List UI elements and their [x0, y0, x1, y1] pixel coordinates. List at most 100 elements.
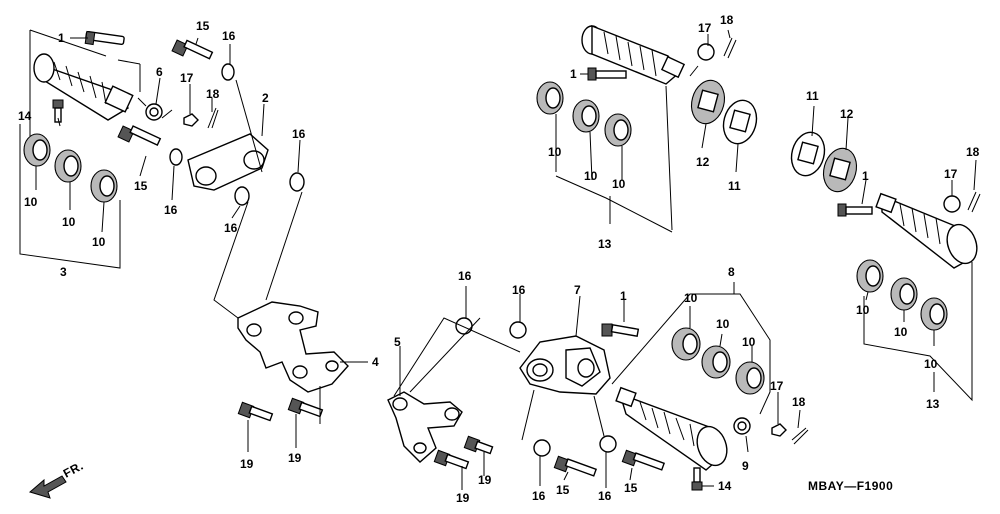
label-12-a: 12 — [696, 155, 710, 169]
label-10-k: 10 — [894, 325, 908, 339]
label-13-a: 13 — [598, 237, 612, 251]
label-9: 9 — [742, 459, 749, 473]
label-18-c: 18 — [966, 145, 980, 159]
label-11-b: 11 — [806, 89, 819, 103]
washer-16h — [599, 435, 617, 453]
left-washer-16a — [221, 63, 235, 81]
label-17-b: 17 — [698, 21, 712, 35]
washer-16f — [509, 321, 527, 339]
bracket-5 — [387, 391, 463, 463]
footpeg-group-13 — [536, 24, 758, 233]
rider-footpeg-bracket-2 — [187, 133, 269, 191]
label-8: 8 — [728, 265, 735, 279]
plate-12 — [690, 79, 726, 125]
left-bolt-14 — [52, 99, 64, 123]
clip-18d — [967, 191, 981, 213]
label-16-d: 16 — [224, 221, 238, 235]
label-19-c: 19 — [456, 491, 470, 505]
label-16-f: 16 — [512, 283, 526, 297]
left-washer-16d — [289, 172, 305, 192]
label-15-c: 15 — [556, 483, 570, 497]
left-pin-1 — [84, 30, 125, 46]
label-14-b: 14 — [718, 479, 732, 493]
label-1-b: 1 — [620, 289, 627, 303]
step-holder-4 — [237, 301, 349, 393]
label-1-a: 1 — [58, 31, 65, 45]
bolt-19b — [287, 397, 324, 418]
left-washer-16c — [234, 186, 250, 206]
step-holder-group — [213, 191, 368, 452]
label-13-b: 13 — [926, 397, 940, 411]
front-direction-indicator: FR. — [28, 459, 86, 499]
label-10-c: 10 — [92, 235, 106, 249]
clip-18c — [723, 37, 737, 59]
label-10-d: 10 — [548, 145, 562, 159]
label-7: 7 — [574, 283, 581, 297]
label-12-b: 12 — [840, 107, 854, 121]
plate-11b — [790, 131, 826, 177]
plate-12b — [822, 147, 858, 193]
pin-1-upper — [587, 67, 627, 81]
label-16-e: 16 — [458, 269, 472, 283]
label-17-d: 17 — [770, 379, 784, 393]
label-18-a: 18 — [206, 87, 220, 101]
bolt-19c — [433, 449, 470, 470]
nut-17b — [771, 423, 787, 437]
front-label: FR. — [61, 459, 86, 481]
left-rubbers-10 — [23, 133, 118, 203]
label-11-a: 11 — [728, 179, 741, 193]
label-19-d: 19 — [478, 473, 492, 487]
footpeg-right — [875, 192, 978, 269]
label-10-f: 10 — [612, 177, 626, 191]
bolt-19a — [237, 401, 274, 422]
spring-9 — [733, 417, 751, 435]
label-2: 2 — [262, 91, 269, 105]
label-16-h: 16 — [598, 489, 612, 503]
left-spring-6 — [137, 97, 173, 121]
nut-17d — [943, 195, 961, 213]
bolt-19d — [463, 435, 494, 455]
label-18-b: 18 — [720, 13, 734, 27]
label-17-c: 17 — [944, 167, 958, 181]
label-16-b: 16 — [292, 127, 306, 141]
left-rider-footpeg-group — [19, 29, 305, 269]
label-19-a: 19 — [240, 457, 254, 471]
washer-16e — [455, 317, 473, 335]
label-10-a: 10 — [24, 195, 38, 209]
label-17-a: 17 — [180, 71, 194, 85]
plate-11 — [722, 99, 758, 145]
passenger-footpeg-right — [615, 386, 728, 471]
nut-17c — [697, 43, 715, 61]
label-15-a: 15 — [196, 19, 210, 33]
left-bolt-15a — [171, 39, 214, 60]
pin-1-right — [837, 203, 873, 217]
label-10-h: 10 — [716, 317, 730, 331]
passenger-footpeg-group-8 — [611, 282, 809, 491]
bolt-14b — [691, 467, 703, 491]
label-1-c: 1 — [570, 67, 577, 81]
label-10-g: 10 — [684, 291, 698, 305]
label-14-a: 14 — [18, 109, 32, 123]
label-18-d: 18 — [792, 395, 806, 409]
label-16-c: 16 — [164, 203, 178, 217]
label-5: 5 — [394, 335, 401, 349]
label-4: 4 — [372, 355, 379, 369]
label-1-d: 1 — [862, 169, 869, 183]
label-6: 6 — [156, 65, 163, 79]
label-19-b: 19 — [288, 451, 302, 465]
left-footpeg — [33, 53, 134, 121]
label-15-d: 15 — [624, 481, 638, 495]
callout-labels: 1 2 3 4 5 6 7 8 9 1 1 1 10 10 10 10 10 1… — [18, 13, 980, 505]
clip-18b — [791, 427, 809, 445]
left-clip-18 — [207, 107, 219, 129]
front-arrow-icon — [28, 475, 67, 499]
label-15-b: 15 — [134, 179, 148, 193]
label-10-i: 10 — [742, 335, 756, 349]
right-footpeg-group-13 — [790, 105, 981, 402]
footpeg-upper — [581, 24, 686, 85]
label-10-b: 10 — [62, 215, 76, 229]
label-3: 3 — [60, 265, 67, 279]
washer-16g — [533, 439, 551, 457]
label-16-g: 16 — [532, 489, 546, 503]
